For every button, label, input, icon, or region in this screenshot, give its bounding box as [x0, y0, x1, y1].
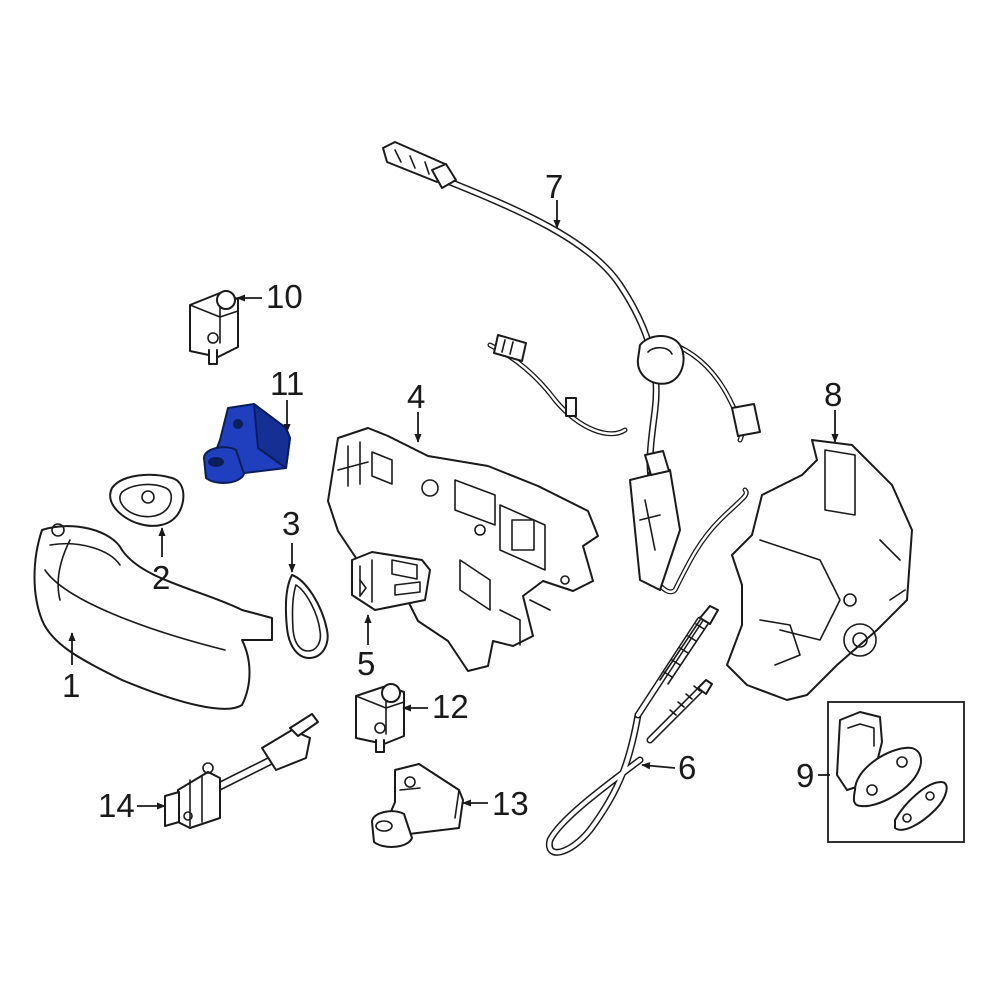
part-13-bracket — [371, 763, 464, 848]
callout-3: 3 — [282, 505, 300, 542]
callout-6: 6 — [678, 749, 696, 786]
callout-4: 4 — [407, 378, 425, 415]
part-10-bracket — [189, 290, 239, 365]
part-11-bolt-hole — [233, 419, 243, 429]
callout-7: 7 — [545, 168, 563, 205]
leader-6 — [641, 762, 676, 770]
part-9-box — [827, 701, 965, 843]
part-11-bracket-highlighted — [203, 403, 291, 484]
callout-9: 9 — [796, 757, 814, 794]
callout-5: 5 — [357, 645, 375, 682]
part-11-eye — [203, 446, 245, 484]
part-11-side — [253, 403, 291, 469]
part-6-control-cables — [545, 605, 719, 856]
callout-13: 13 — [492, 785, 529, 822]
part-2-gasket — [109, 473, 185, 527]
part-3-gasket — [284, 574, 329, 659]
part-7-wiring-harness — [382, 141, 761, 595]
callout-11: 11 — [270, 365, 304, 402]
callout-12: 12 — [432, 688, 469, 725]
callout-1: 1 — [62, 667, 80, 704]
part-14-door-check — [164, 713, 319, 829]
part-8-door-latch — [726, 439, 913, 701]
part-11-eye-hole — [208, 457, 224, 467]
callout-8: 8 — [824, 376, 842, 413]
part-12-bracket — [355, 683, 405, 753]
callout-10: 10 — [266, 278, 303, 315]
callout-2: 2 — [152, 559, 170, 596]
callout-14: 14 — [98, 787, 135, 824]
part-5-cylinder-housing — [351, 551, 431, 611]
part-1-outside-handle — [33, 523, 273, 710]
